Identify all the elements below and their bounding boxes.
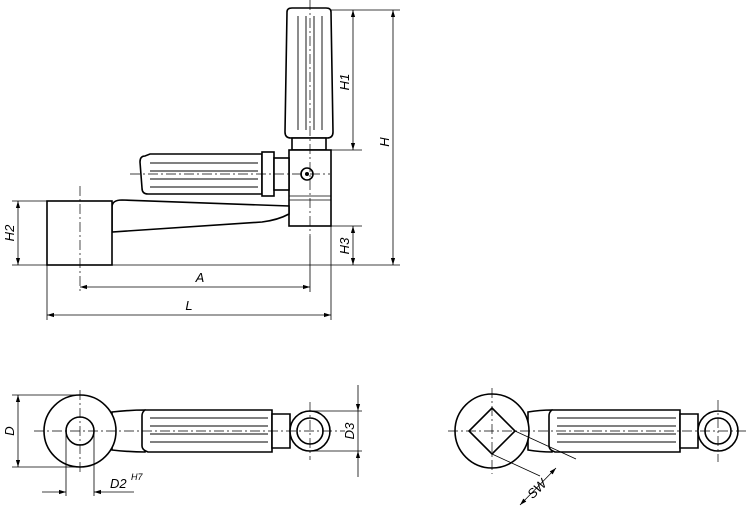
dim-sw-line — [519, 467, 557, 506]
dim-h-label: H — [377, 137, 392, 147]
dim-h3-label: H3 — [337, 237, 352, 254]
dim-a-label: A — [195, 270, 205, 285]
top-view-round-bore: D D3 D2 H7 — [2, 385, 362, 496]
top-view-square-bore: SW — [448, 388, 748, 506]
dim-d2-tolerance: H7 — [131, 472, 143, 482]
dim-h2-label: H2 — [2, 224, 17, 241]
folded-grip — [139, 151, 290, 197]
dim-sw-label: SW — [524, 475, 551, 502]
dim-d-label: D — [2, 426, 17, 435]
dim-h1-label: H1 — [337, 74, 352, 91]
dim-l-label: L — [185, 298, 192, 313]
dim-d3-label: D3 — [342, 422, 357, 439]
crank-arm — [111, 199, 290, 233]
dim-d2-label: D2 — [110, 476, 127, 491]
hub-boss — [46, 200, 113, 266]
vertical-grip — [284, 7, 334, 151]
side-view: H1 H H3 H2 A L — [2, 0, 400, 320]
